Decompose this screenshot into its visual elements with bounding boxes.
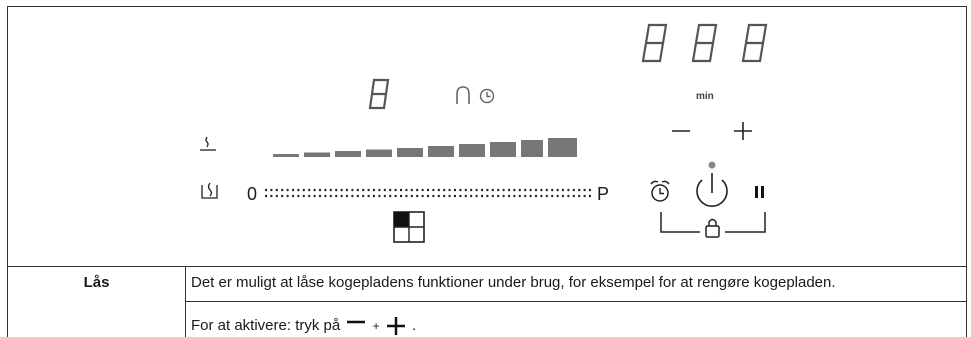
lock-icon[interactable] (660, 212, 766, 238)
level-min-label: 0 (247, 184, 258, 204)
instruction-joiner: + (372, 318, 380, 333)
power-slider-track[interactable] (265, 188, 591, 198)
row-divider (185, 301, 966, 302)
column-divider (185, 267, 186, 337)
zone-level-display (368, 78, 390, 110)
timer-unit-label: min (696, 91, 714, 102)
power-indicator-dot (708, 161, 716, 169)
lock-description: Det er muligt at låse kogepladens funkti… (191, 274, 836, 291)
power-level-bars (273, 138, 577, 157)
alarm-clock-icon[interactable] (650, 180, 670, 202)
pause-icon[interactable] (755, 186, 764, 198)
hob-control-panel (7, 6, 967, 267)
zone-timer-icon (479, 88, 495, 104)
steam-icon (201, 182, 218, 199)
lock-instruction: For at aktivere: tryk på + . (191, 315, 416, 337)
timer-digits (641, 23, 768, 63)
level-max-label: P (597, 184, 610, 204)
feature-table: Lås Det er muligt at låse kogepladens fu… (7, 266, 967, 337)
control-panel-drawing (200, 23, 768, 243)
instruction-prefix: For at aktivere: tryk på (191, 316, 341, 334)
plus-icon (386, 317, 405, 335)
keep-warm-icon (200, 136, 216, 151)
power-icon[interactable] (696, 173, 728, 207)
instruction-suffix: . (411, 316, 417, 334)
row-label-lock: Lås (83, 274, 110, 291)
plus-icon[interactable] (734, 122, 752, 140)
zone-selector-icon[interactable] (393, 211, 425, 243)
bridge-icon (456, 86, 470, 104)
minus-icon (347, 320, 366, 324)
